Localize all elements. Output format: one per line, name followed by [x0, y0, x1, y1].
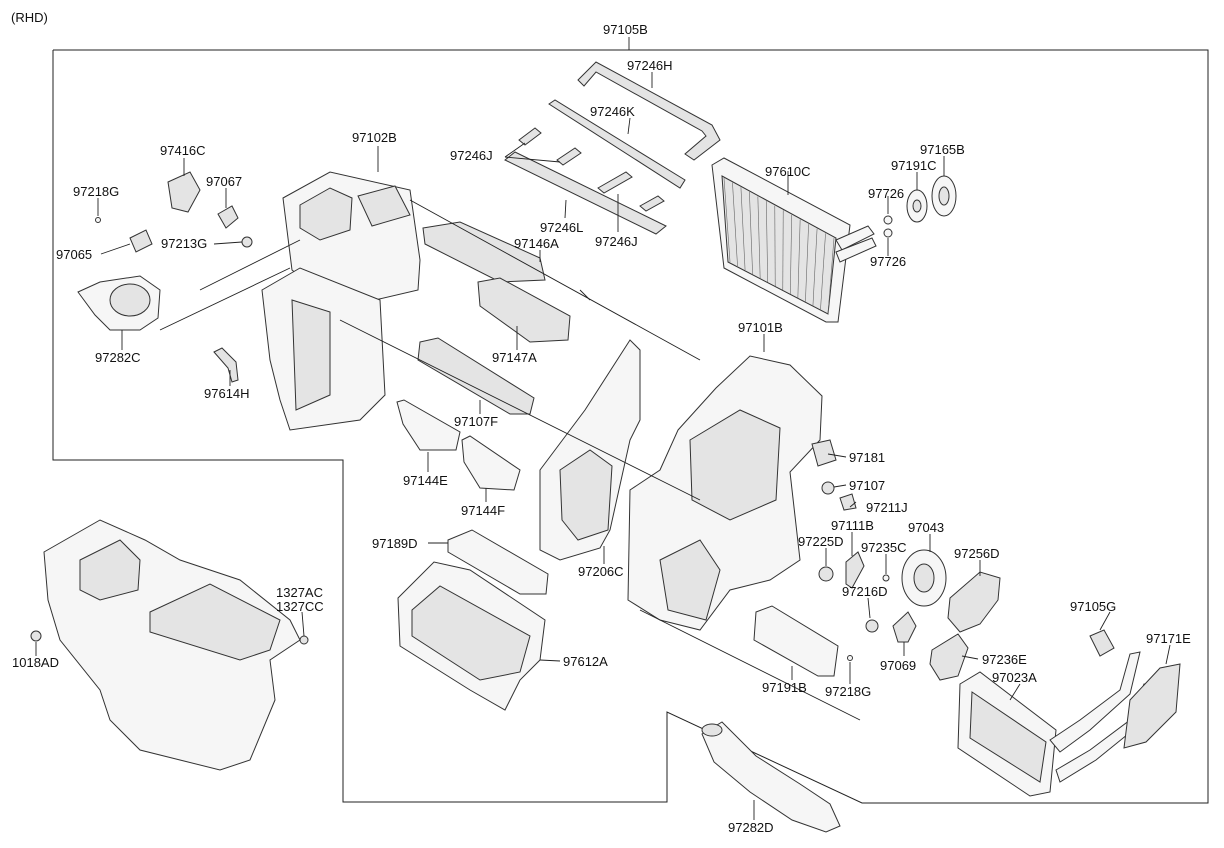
- label-1327ac: 1327AC: [276, 585, 323, 600]
- evaporator-fin-line: [723, 177, 731, 263]
- label-97107: 97107: [849, 478, 885, 493]
- label-97111b: 97111B: [831, 518, 874, 533]
- part-97213g-shape: [241, 236, 253, 248]
- label-97144e: 97144E: [403, 473, 448, 488]
- label-1018ad: 1018AD: [12, 655, 59, 670]
- actuator-97416c-shape: [167, 171, 201, 213]
- label-97102b: 97102B: [352, 130, 397, 145]
- label-97191b: 97191B: [762, 680, 807, 695]
- label-97206c: 97206C: [578, 564, 624, 579]
- small-parts-right-shape: [811, 439, 1001, 681]
- label-97416c: 97416C: [160, 143, 206, 158]
- assembly-boundary: [52, 49, 1209, 804]
- label-97181: 97181: [849, 450, 885, 465]
- box-97612a-shape: [397, 529, 549, 711]
- evaporator-fin-line: [805, 224, 809, 303]
- label-97146a: 97146A: [514, 236, 559, 251]
- label-97213g: 97213G: [161, 236, 207, 251]
- label-97065: 97065: [56, 247, 92, 262]
- middle-case-97206c-shape: [539, 339, 641, 561]
- label-97043: 97043: [908, 520, 944, 535]
- label-97171e: 97171E: [1146, 631, 1191, 646]
- label-97067: 97067: [206, 174, 242, 189]
- evaporator-97610c-shape: [711, 157, 877, 323]
- label-97069: 97069: [880, 658, 916, 673]
- label-97165b: 97165B: [920, 142, 965, 157]
- label-97612a: 97612A: [563, 654, 608, 669]
- label-97107f: 97107F: [454, 414, 498, 429]
- label-97246j-top: 97246J: [450, 148, 493, 163]
- label-97282c: 97282C: [95, 350, 141, 365]
- label-97236e: 97236E: [982, 652, 1027, 667]
- screw-97218g-right-shape: [847, 655, 853, 661]
- evaporator-fin-line: [766, 201, 768, 283]
- evaporator-fin-line: [827, 237, 835, 315]
- screw-97218g-left-shape: [95, 217, 101, 223]
- label-97147a: 97147A: [492, 350, 537, 365]
- evaporator-fin-line: [820, 233, 826, 311]
- evaporator-fin-line: [757, 196, 761, 279]
- label-97218g-right: 97218G: [825, 684, 871, 699]
- seal-97246k-shape: [548, 99, 686, 189]
- label-97023a: 97023A: [992, 670, 1037, 685]
- label-1327cc: 1327CC: [276, 599, 324, 614]
- label-97282d: 97282D: [728, 820, 774, 835]
- installed-unit-shape: [30, 519, 309, 771]
- label-97726-bottom: 97726: [870, 254, 906, 269]
- evaporator-fin-line: [812, 228, 818, 307]
- label-97235c: 97235C: [861, 540, 907, 555]
- label-97211j: 97211J: [866, 500, 908, 515]
- label-97246j-bottom: 97246J: [595, 234, 638, 249]
- label-97191c: 97191C: [891, 158, 937, 173]
- label-97218g-left: 97218G: [73, 184, 119, 199]
- lower-case-97101b-shape: [627, 355, 823, 631]
- seal-97246h-shape: [577, 61, 721, 161]
- label-97101b: 97101B: [738, 320, 783, 335]
- sensor-97614h-shape: [213, 347, 239, 383]
- label-97726-top: 97726: [868, 186, 904, 201]
- blower-97282c-shape: [77, 275, 161, 331]
- evaporator-fin-line: [749, 191, 753, 275]
- label-97246h: 97246H: [627, 58, 673, 73]
- label-97225d: 97225D: [798, 534, 844, 549]
- leader-lines: [35, 72, 1171, 820]
- evaporator-fin-line: [790, 214, 792, 295]
- gaskets-97191c-97165b-shape: [883, 175, 957, 238]
- upper-case-97102b-shape: [261, 171, 421, 431]
- evaporator-fin-line: [732, 182, 738, 267]
- evaporator-fin-line: [740, 187, 746, 271]
- label-97216d: 97216D: [842, 584, 888, 599]
- label-97189d: 97189D: [372, 536, 418, 551]
- label-97246l: 97246L: [540, 220, 583, 235]
- label-97614h: 97614H: [204, 386, 250, 401]
- label-97610c: 97610C: [765, 164, 811, 179]
- label-97105b: 97105B: [603, 22, 648, 37]
- label-97144f: 97144F: [461, 503, 505, 518]
- part-97065-shape: [129, 229, 153, 253]
- seal-97246j-frame-shape: [504, 127, 667, 235]
- duct-97282d-shape: [701, 721, 841, 833]
- label-97246k: 97246K: [590, 104, 635, 119]
- doors-97146a-97147a-shape: [417, 221, 571, 415]
- variant-label: (RHD): [11, 10, 48, 25]
- label-97256d: 97256D: [954, 546, 1000, 561]
- heater-97023a-shape: [957, 629, 1181, 797]
- part-97067-shape: [217, 205, 239, 229]
- filter-97191b-shape: [753, 605, 839, 677]
- filters-97144e-97144f-shape: [396, 399, 521, 491]
- label-97105g: 97105G: [1070, 599, 1116, 614]
- evaporator-fin-line: [797, 219, 801, 299]
